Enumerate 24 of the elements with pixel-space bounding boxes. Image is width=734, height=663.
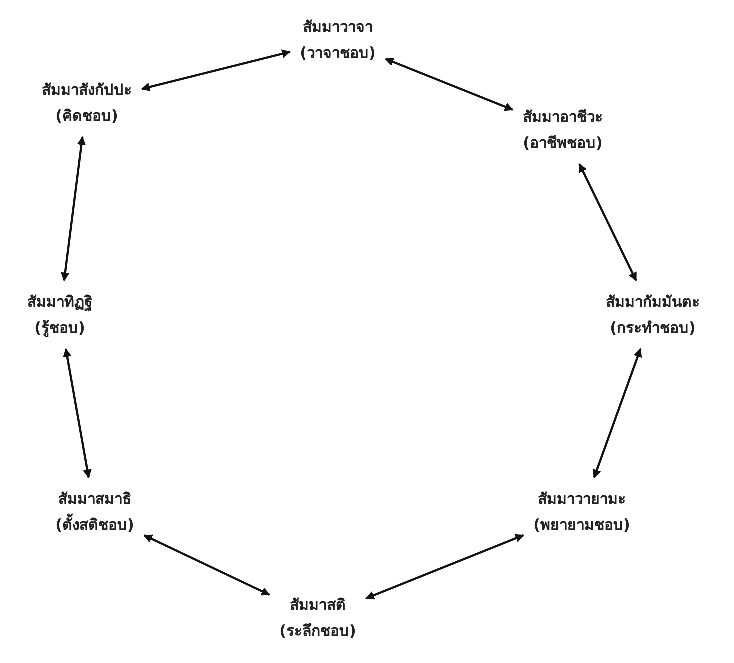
double-arrow xyxy=(141,50,291,92)
double-arrow xyxy=(366,534,524,600)
term-text: สัมมาสมาธิ xyxy=(58,488,132,510)
meaning-text: (พยายามชอบ) xyxy=(534,515,630,536)
meaning-text: (ระลึกชอบ) xyxy=(280,621,356,642)
double-arrow xyxy=(63,348,92,479)
term-text: สัมมาวาจา xyxy=(302,16,374,38)
double-arrow xyxy=(592,348,642,479)
meaning-text: (ตั้งสติชอบ) xyxy=(56,512,134,538)
term-text: สัมมาสังกัปปะ xyxy=(42,80,132,101)
double-arrow xyxy=(61,136,86,282)
term-text: สัมมาวายามะ xyxy=(537,488,627,510)
term-text: สัมมาทิฏฐิ xyxy=(28,292,92,314)
term-text: สัมมาสติ xyxy=(289,594,347,616)
meaning-text: (อาชีพชอบ) xyxy=(523,133,603,154)
meaning-text: (คิดชอบ) xyxy=(54,106,120,127)
term-text: สัมมาอาชีวะ xyxy=(523,106,603,128)
double-arrow xyxy=(144,534,270,596)
meaning-text: (กระทำชอบ) xyxy=(609,318,697,339)
meaning-text: (รู้ชอบ) xyxy=(34,318,86,340)
double-arrow xyxy=(578,163,638,282)
term-text: สัมมากัมมันตะ xyxy=(606,292,700,313)
double-arrow xyxy=(385,58,514,112)
meaning-text: (วาจาชอบ) xyxy=(300,43,376,64)
